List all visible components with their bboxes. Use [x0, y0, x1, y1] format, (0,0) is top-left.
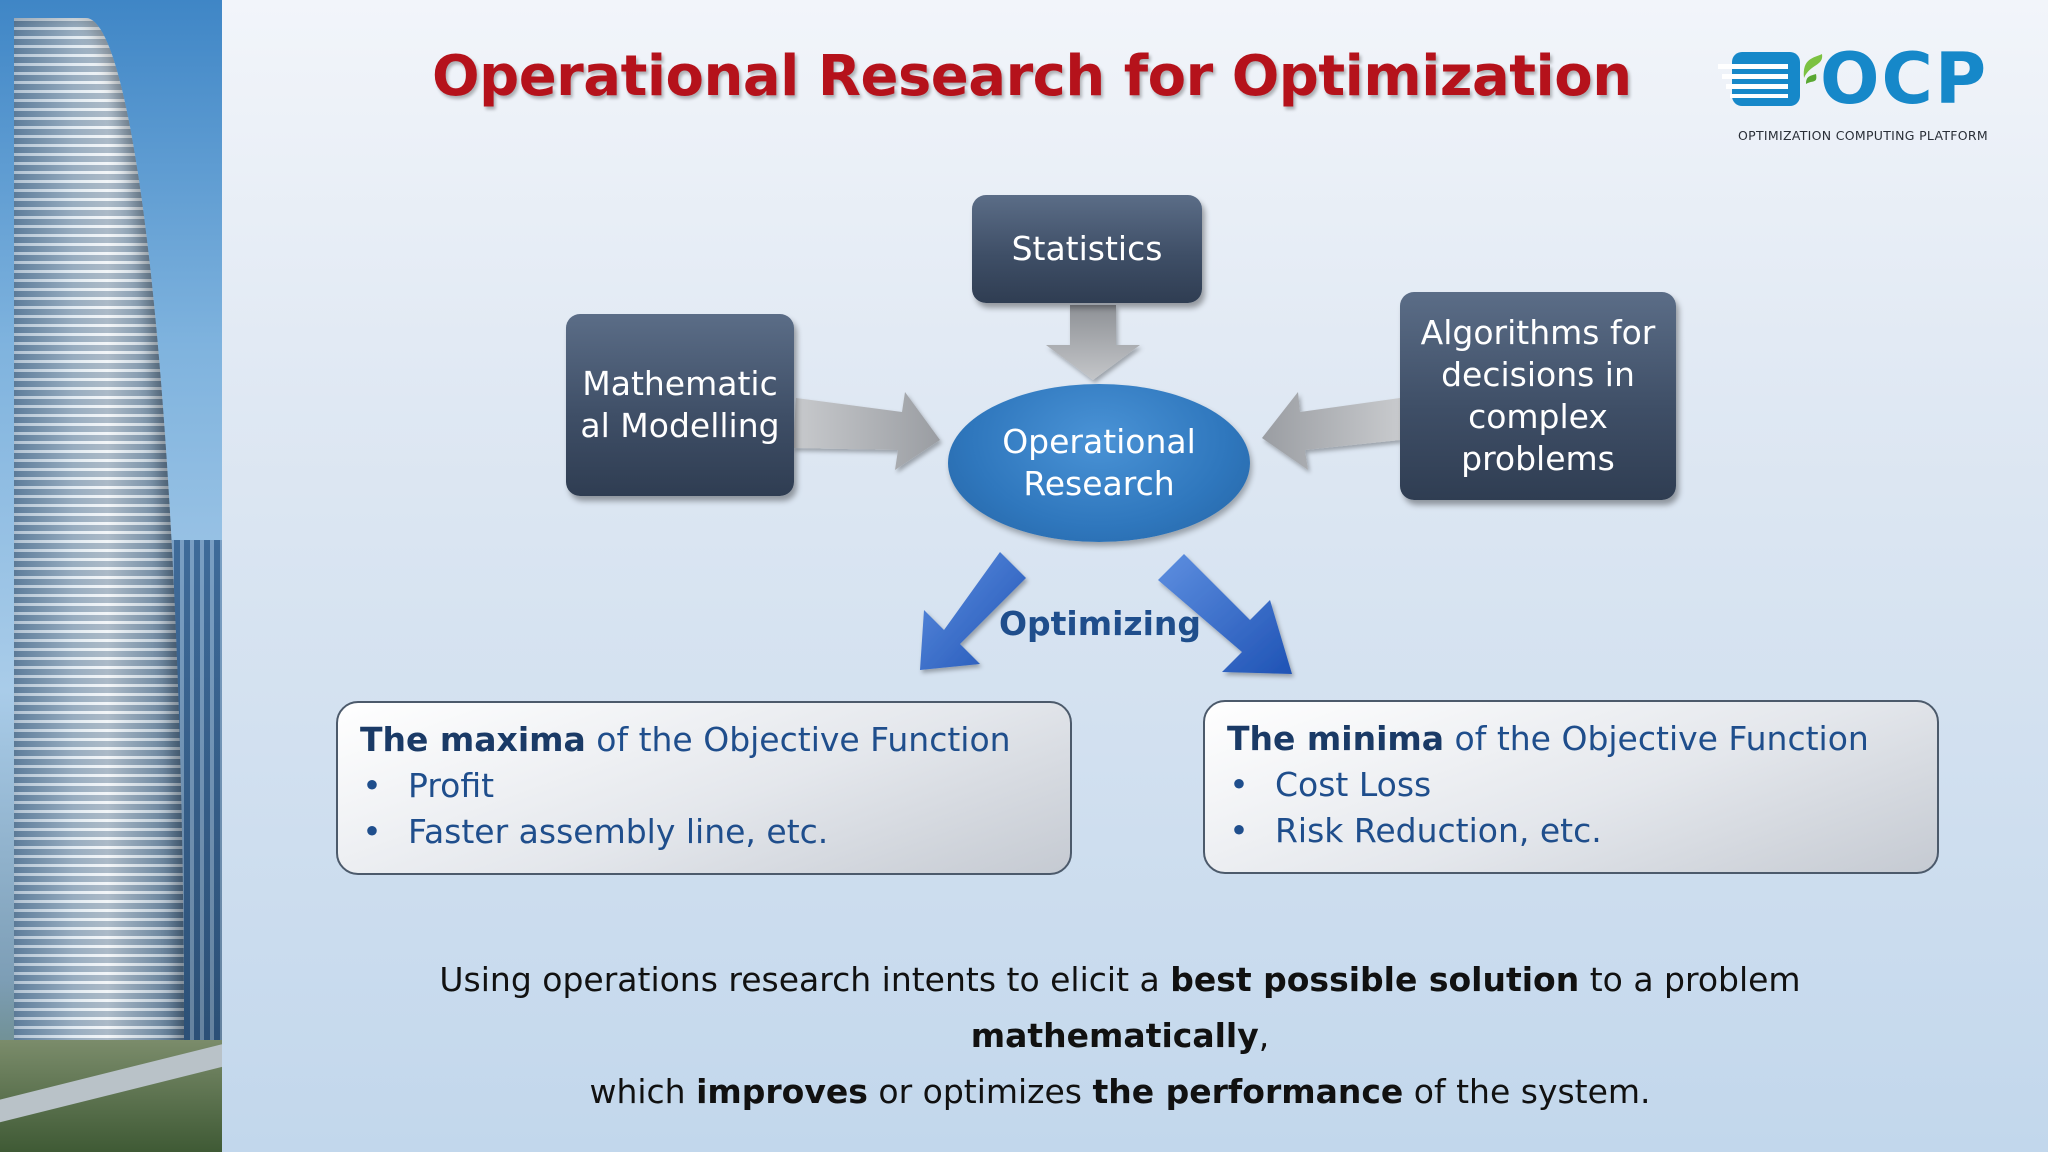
summary-bold-part: best possible solution [1170, 960, 1580, 999]
modelling-line-1: Mathematic [582, 364, 778, 403]
arrow-algorithms-to-center [1262, 392, 1400, 470]
statistics-box: Statistics [972, 195, 1202, 303]
center-line-2: Research [1023, 464, 1175, 503]
maxima-heading-bold: The maxima [360, 720, 586, 759]
summary-text-part: Using operations research intents to eli… [439, 960, 1171, 999]
summary-text-part: to a problem [1579, 960, 1801, 999]
summary-bold-part: mathematically [970, 1016, 1259, 1055]
ocp-logo: OCP OPTIMIZATION COMPUTING PLATFORM [1718, 38, 2002, 148]
operational-research-ellipse: Operational Research [948, 384, 1250, 542]
list-item: Profit [360, 763, 1048, 809]
slide-title: Operational Research for Optimization [432, 44, 1632, 109]
optimizing-label: Optimizing [998, 604, 1202, 643]
summary-bold-part: the performance [1092, 1072, 1404, 1111]
summary-text: Using operations research intents to eli… [300, 952, 1940, 1120]
minima-heading: The minima of the Objective Function [1227, 716, 1915, 762]
minima-heading-bold: The minima [1227, 719, 1445, 758]
arrow-center-to-maxima [920, 552, 1026, 670]
statistics-label: Statistics [1011, 229, 1163, 268]
summary-bold-part: improves [696, 1072, 868, 1111]
summary-line-2: which improves or optimizes the performa… [300, 1064, 1940, 1120]
maxima-list: Profit Faster assembly line, etc. [360, 763, 1048, 855]
ocp-logo-icon [1718, 52, 1823, 106]
side-building-photo [0, 0, 222, 1152]
mathematical-modelling-box: Mathematic al Modelling [566, 314, 794, 496]
algorithms-line-2: decisions in [1441, 355, 1635, 394]
arrow-modelling-to-center [793, 392, 940, 470]
list-item: Cost Loss [1227, 762, 1915, 808]
algorithms-line-3: complex [1468, 397, 1608, 436]
minima-panel: The minima of the Objective Function Cos… [1203, 700, 1939, 874]
logo-subtitle: OPTIMIZATION COMPUTING PLATFORM [1738, 128, 1988, 143]
list-item: Faster assembly line, etc. [360, 809, 1048, 855]
summary-text-part: of the system. [1403, 1072, 1651, 1111]
list-item: Risk Reduction, etc. [1227, 808, 1915, 854]
summary-text-part: , [1258, 1016, 1270, 1055]
summary-text-part: which [589, 1072, 697, 1111]
minima-list: Cost Loss Risk Reduction, etc. [1227, 762, 1915, 854]
modelling-line-2: al Modelling [580, 406, 780, 445]
arrow-center-to-minima-shape [1158, 554, 1292, 674]
minima-heading-rest: of the Objective Function [1444, 719, 1869, 758]
logo-wordmark: OCP [1820, 38, 1989, 120]
maxima-panel: The maxima of the Objective Function Pro… [336, 701, 1072, 875]
maxima-heading: The maxima of the Objective Function [360, 717, 1048, 763]
algorithms-line-1: Algorithms for [1420, 313, 1656, 352]
center-line-1: Operational [1002, 422, 1196, 461]
summary-text-part: or optimizes [867, 1072, 1093, 1111]
maxima-heading-rest: of the Objective Function [585, 720, 1011, 759]
algorithms-box: Algorithms for decisions in complex prob… [1400, 292, 1676, 500]
algorithms-line-4: problems [1461, 439, 1615, 478]
arrow-statistics-to-center [1046, 305, 1140, 380]
summary-line-1: Using operations research intents to eli… [300, 952, 1940, 1064]
